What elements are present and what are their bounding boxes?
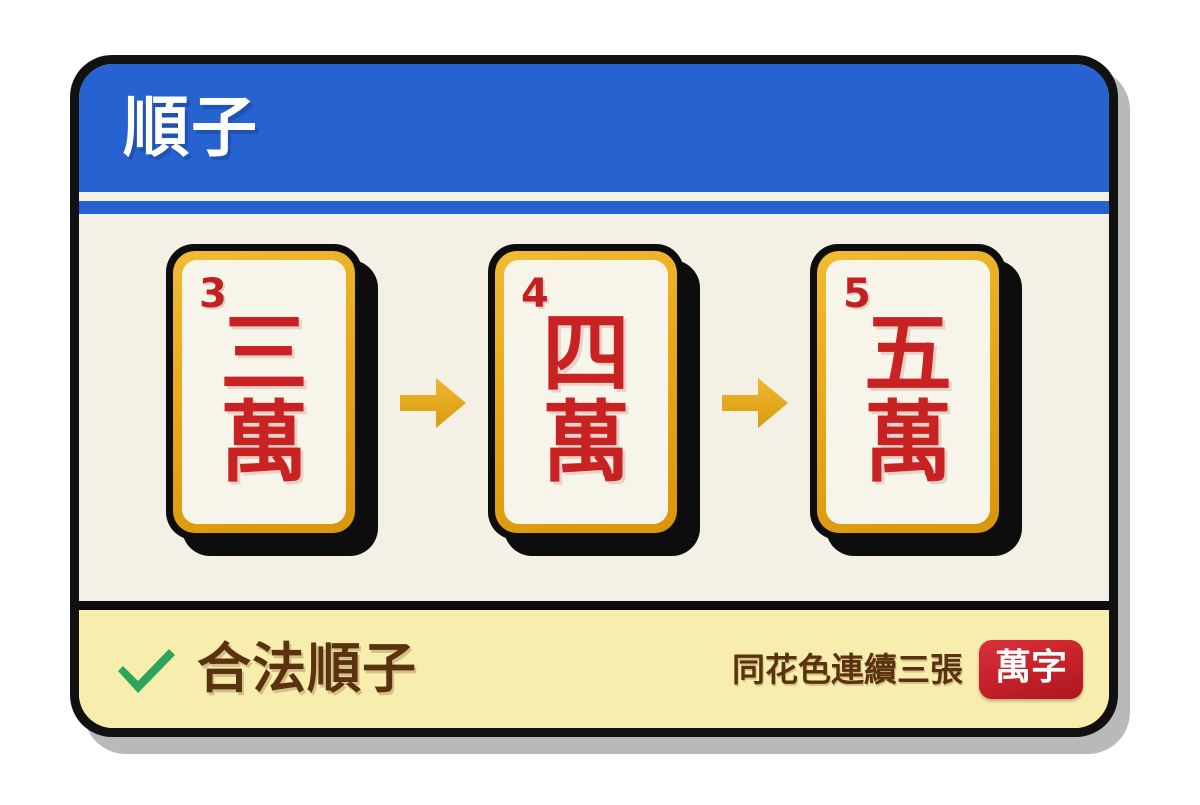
tile-frame: 4 四 萬 bbox=[488, 243, 684, 540]
tile-rank-glyph: 五 bbox=[863, 302, 952, 406]
check-icon bbox=[113, 642, 179, 698]
tile-glyph-stack: 三 萬 bbox=[182, 260, 346, 524]
tile-glyph-stack: 五 萬 bbox=[826, 260, 990, 524]
header-accent-stripe bbox=[79, 201, 1109, 214]
tile-rank-glyph: 四 bbox=[541, 302, 630, 406]
footer-bar: 合法順子 同花色連續三張 萬字 bbox=[79, 610, 1109, 728]
mahjong-tile[interactable]: 4 四 萬 bbox=[488, 243, 700, 556]
tile-suit-glyph: 萬 bbox=[541, 390, 630, 494]
tile-gold-border: 4 四 萬 bbox=[495, 250, 677, 533]
tile-rank-glyph: 三 bbox=[219, 302, 308, 406]
mahjong-tile[interactable]: 3 三 萬 bbox=[166, 243, 378, 556]
status-badge: 合法順子 bbox=[197, 637, 417, 700]
tile-frame: 5 五 萬 bbox=[810, 243, 1006, 540]
tile-face: 3 三 萬 bbox=[182, 259, 346, 524]
suit-badge: 萬字 bbox=[978, 639, 1083, 699]
tile-glyph-stack: 四 萬 bbox=[504, 260, 668, 524]
tile-gold-border: 3 三 萬 bbox=[173, 250, 355, 533]
footer-divider bbox=[79, 601, 1109, 610]
tiles-row: 3 三 萬 bbox=[166, 243, 1022, 556]
tile-number: 3 bbox=[199, 270, 227, 317]
tile-number: 4 bbox=[521, 270, 549, 317]
tiles-area: 3 三 萬 bbox=[79, 214, 1109, 601]
footer-note: 同花色連續三張 bbox=[731, 649, 963, 689]
footer-right-group: 同花色連續三張 萬字 bbox=[731, 639, 1083, 699]
tile-face: 5 五 萬 bbox=[826, 259, 990, 524]
tile-gold-border: 5 五 萬 bbox=[817, 250, 999, 533]
tile-number: 5 bbox=[843, 270, 871, 317]
mahjong-tile[interactable]: 5 五 萬 bbox=[810, 243, 1022, 556]
arrow-right-icon bbox=[378, 372, 488, 434]
header-gap-stripe bbox=[79, 192, 1109, 201]
tile-face: 4 四 萬 bbox=[504, 259, 668, 524]
tile-suit-glyph: 萬 bbox=[863, 390, 952, 494]
card-header: 順子 bbox=[79, 64, 1109, 192]
arrow-right-icon bbox=[700, 372, 810, 434]
rule-card: 順子 3 三 bbox=[70, 55, 1118, 737]
tile-frame: 3 三 萬 bbox=[166, 243, 362, 540]
page-title: 順子 bbox=[123, 89, 259, 166]
rule-card-inner: 順子 3 三 bbox=[79, 64, 1109, 728]
tile-suit-glyph: 萬 bbox=[219, 390, 308, 494]
